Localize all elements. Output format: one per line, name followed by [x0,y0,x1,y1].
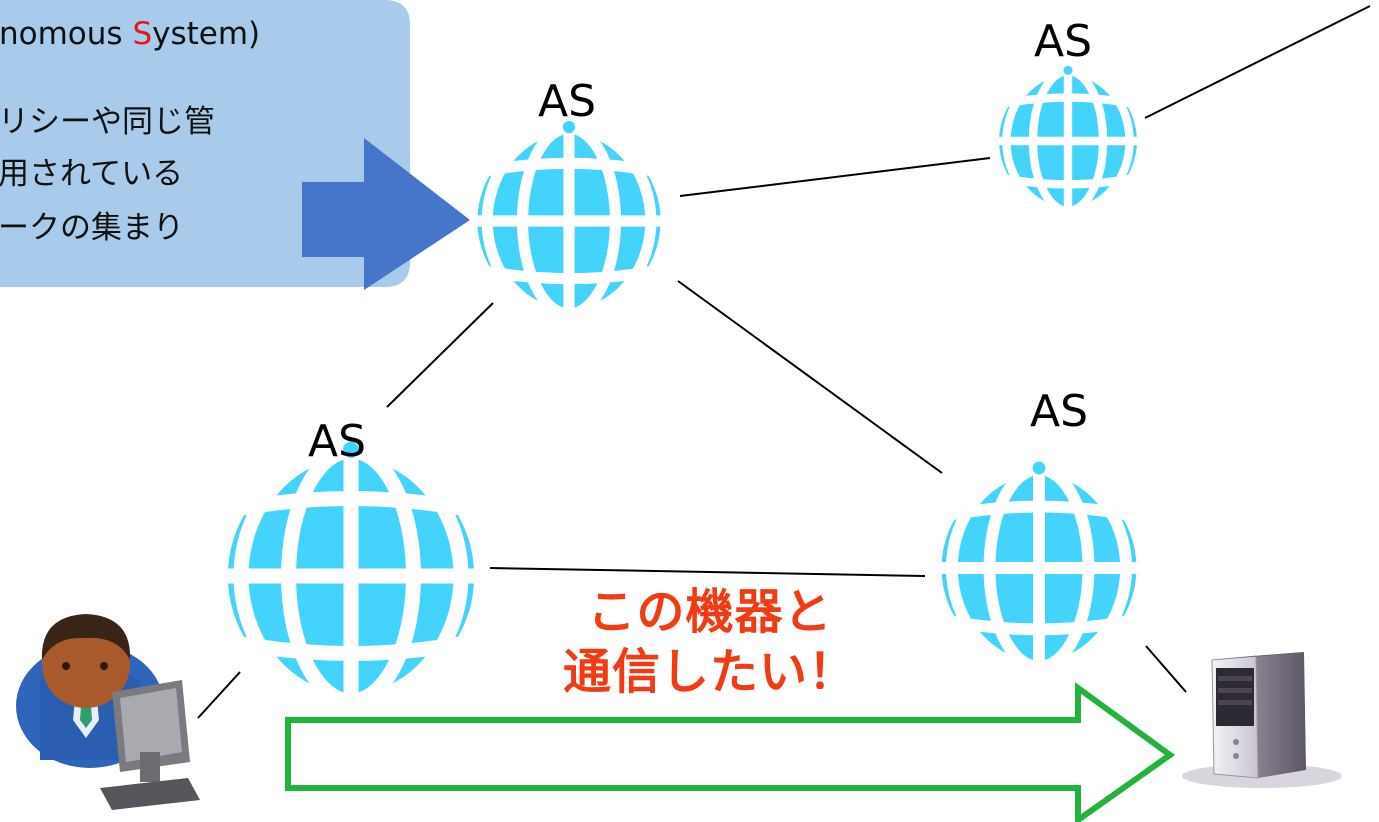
connection-lines [197,5,1371,719]
link-top-left-bottom-right [677,280,943,474]
server-icon [1182,652,1342,788]
as-label-bottom-right: AS [1030,386,1089,437]
link-top-left-bottom-left [386,302,494,408]
link-user-bottom-left [197,671,241,719]
callout-arrow [302,138,470,290]
globe-icon [995,65,1142,215]
message-line-1: この機器と [587,584,833,640]
link-bottom-right-server [1145,645,1187,693]
as-label-top-right: AS [1034,16,1093,67]
as-label-bottom-left: AS [308,416,367,467]
message-line-2: 通信したい！ [562,644,857,700]
message: この機器と 通信したい！ [500,582,920,702]
path-arrow [285,682,1176,822]
globe-icon [220,440,483,708]
callout-line-2: 用されている [0,156,184,192]
globe-icon [935,460,1143,672]
user-computer-icon [16,614,200,810]
as-label-top-left: AS [538,76,597,127]
link-top-right-offscreen [1144,5,1371,119]
callout-title-suffix: ystem) [152,16,261,52]
callout-line-1: リシーや同じ管 [0,104,215,140]
callout-title-prefix: nomous [0,16,133,52]
link-top-left-top-right [679,157,991,197]
link-bottom-left-bottom-right [489,567,926,577]
callout-title: nomous System) [0,12,260,56]
callout-title-highlight: S [132,16,153,52]
callout-line-3: ークの集まり [0,210,184,246]
globe-icon [471,120,666,319]
